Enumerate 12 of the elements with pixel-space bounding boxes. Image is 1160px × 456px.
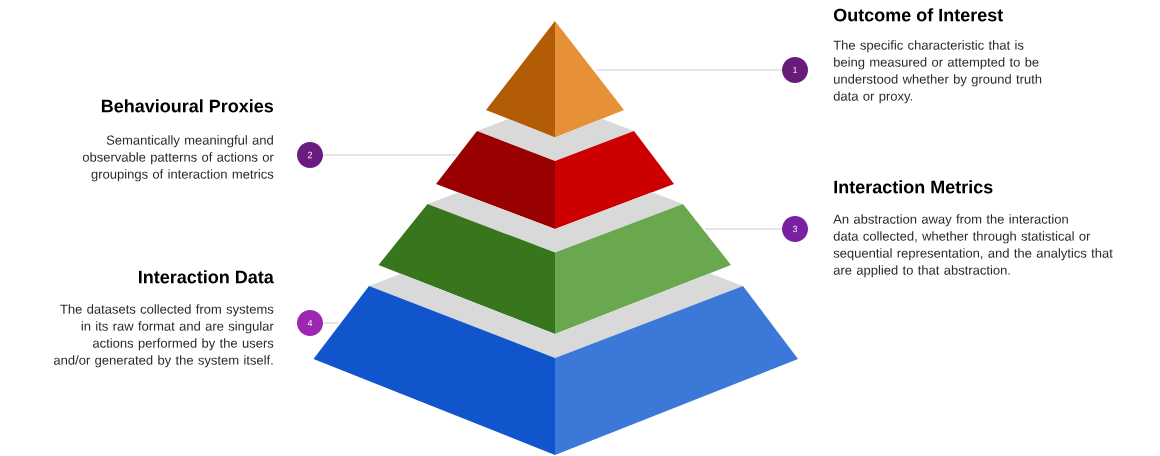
pyramid-layer xyxy=(313,273,798,455)
pyramid-layer xyxy=(436,118,674,229)
heading: Interaction Data xyxy=(139,270,274,284)
description: The specific characteristic that is being measured or attempted to be understood whether by ground truth data or proxy. xyxy=(833,40,1042,104)
pyramid-layer xyxy=(486,21,624,138)
description: The datasets collected from systems in its raw format and are singular actions performed by the users and/or generated by the system itself. xyxy=(53,304,274,368)
pyramid-layer xyxy=(378,192,731,334)
heading: Behavioural Proxies xyxy=(101,99,274,113)
description: An abstraction away from the interaction data collected, whether through statistical or sequential representation, and the analytics that are applied to that abstraction. xyxy=(833,214,1113,278)
heading: Outcome of Interest xyxy=(833,8,1003,22)
heading: Interaction Metrics xyxy=(834,180,993,194)
description: Semantically meaningful and observable patterns of actions or groupings of interaction metrics xyxy=(82,135,274,182)
